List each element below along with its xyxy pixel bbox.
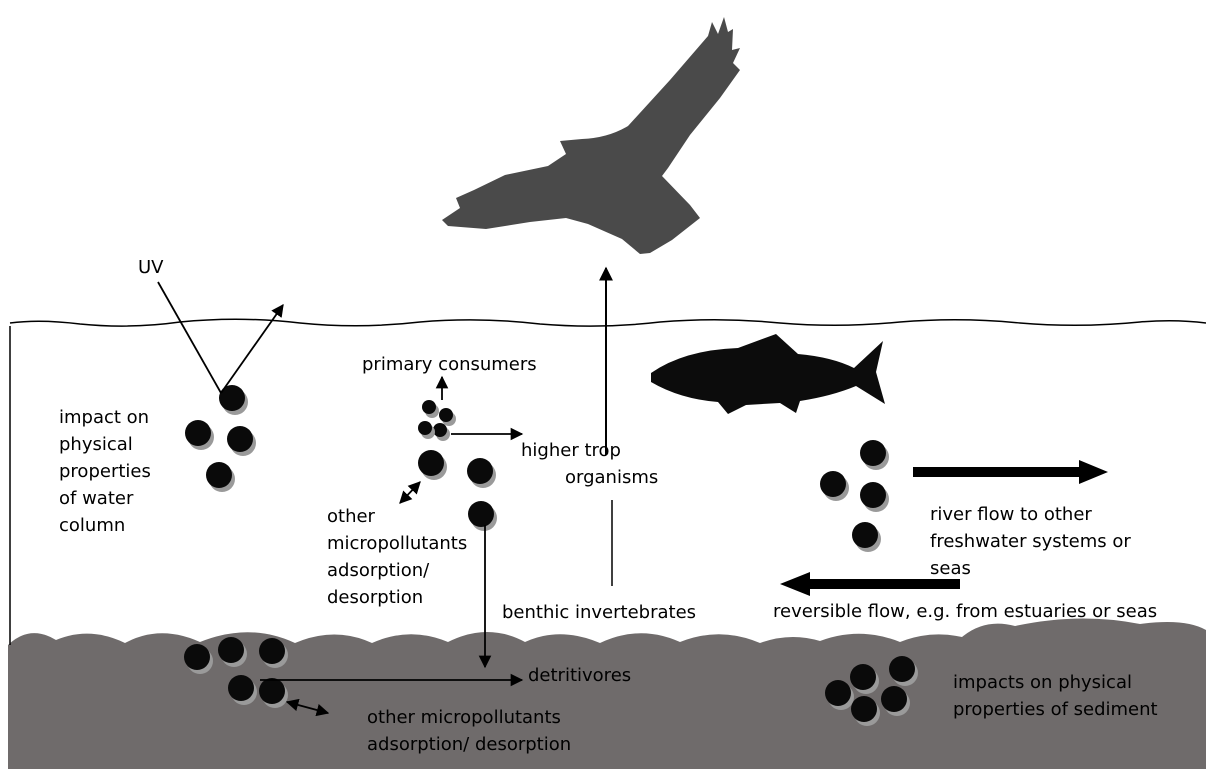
particle — [850, 664, 876, 690]
label-line: higher trop — [513, 437, 683, 464]
particle — [860, 440, 886, 466]
particle — [851, 696, 877, 722]
primary-consumers-label: primary consumers — [362, 351, 537, 378]
particle — [228, 675, 254, 701]
particle — [184, 644, 210, 670]
label-line: freshwater systems or — [930, 528, 1131, 555]
particle — [185, 420, 211, 446]
water-impact-label: impact on physical properties of water c… — [59, 404, 151, 539]
particle — [825, 680, 851, 706]
label-line: physical — [59, 431, 151, 458]
other-micropollutants-sediment-label: other micropollutants adsorption/ desorp… — [367, 704, 571, 758]
particle — [227, 426, 253, 452]
label-line: impact on — [59, 404, 151, 431]
label-line: column — [59, 512, 151, 539]
particle — [418, 421, 432, 435]
label-line: properties of sediment — [953, 696, 1158, 723]
particle — [433, 423, 447, 437]
label-line: adsorption/ — [327, 557, 467, 584]
particle — [881, 686, 907, 712]
sediment-impact-label: impacts on physical properties of sedime… — [953, 669, 1158, 723]
adsorption-double-arrow — [400, 482, 420, 503]
particle — [418, 450, 444, 476]
particle — [860, 482, 886, 508]
uv-label: UV — [138, 254, 164, 281]
label-line: properties — [59, 458, 151, 485]
river-flow-label: river flow to other freshwater systems o… — [930, 501, 1131, 582]
label-line: other micropollutants — [367, 704, 571, 731]
water-surface-line — [10, 319, 1206, 326]
particle — [852, 522, 878, 548]
label-line: micropollutants — [327, 530, 467, 557]
reversible-flow-label: reversible flow, e.g. from estuaries or … — [773, 598, 1157, 625]
uv-reflected-arrow — [221, 305, 283, 393]
other-micropollutants-water-label: other micropollutants adsorption/ desorp… — [327, 503, 467, 611]
label-line: organisms — [513, 464, 683, 491]
particle — [820, 471, 846, 497]
particle — [259, 678, 285, 704]
particle — [259, 638, 285, 664]
label-line: seas — [930, 555, 1131, 582]
particle — [468, 501, 494, 527]
bird-of-prey-silhouette-icon — [442, 17, 740, 254]
benthic-invertebrates-label: benthic invertebrates — [502, 599, 696, 626]
particle — [439, 408, 453, 422]
label-line: impacts on physical — [953, 669, 1158, 696]
label-line: river flow to other — [930, 501, 1131, 528]
particle — [206, 462, 232, 488]
particle — [422, 400, 436, 414]
particle — [889, 656, 915, 682]
label-line: other — [327, 503, 467, 530]
label-line: of water — [59, 485, 151, 512]
higher-trop-label: higher trop organisms — [513, 437, 683, 491]
uv-incoming-line — [158, 282, 221, 393]
river-flow-arrow — [913, 460, 1108, 484]
detritivores-label: detritivores — [528, 662, 631, 689]
label-line: desorption — [327, 584, 467, 611]
fish-silhouette-icon — [651, 334, 885, 414]
particle — [467, 458, 493, 484]
label-line: adsorption/ desorption — [367, 731, 571, 758]
particle — [218, 637, 244, 663]
